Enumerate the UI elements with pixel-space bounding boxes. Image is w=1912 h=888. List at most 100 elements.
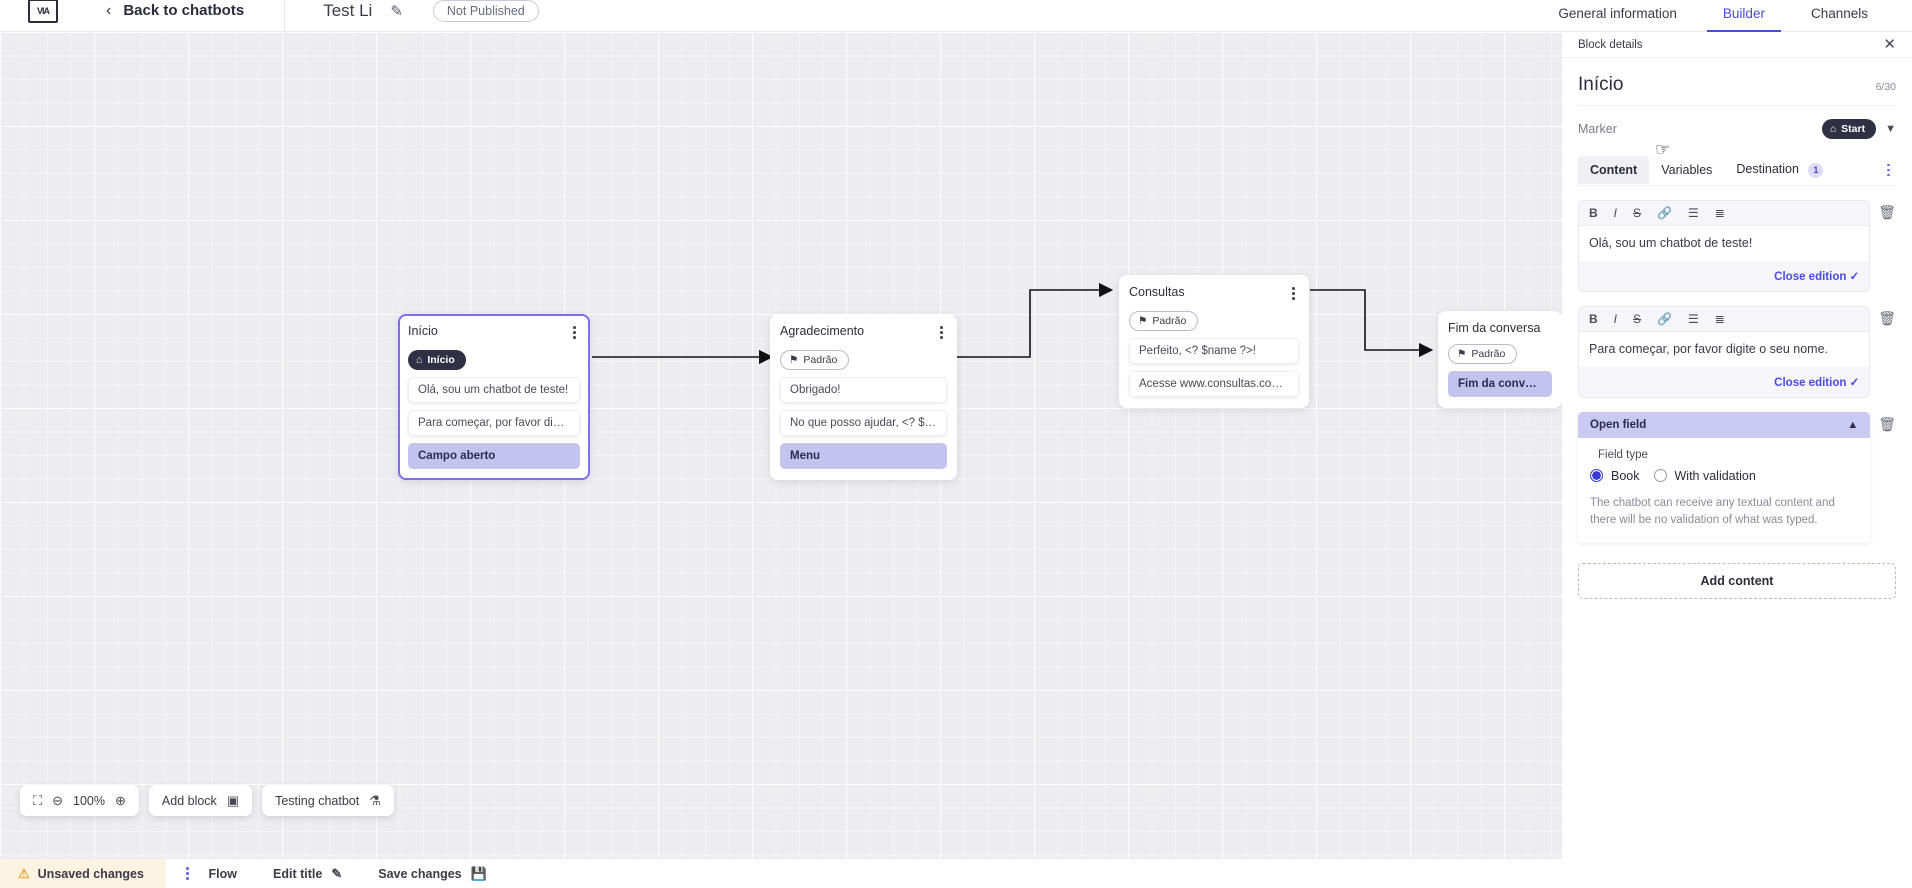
back-to-chatbots-link[interactable]: Back to chatbots: [123, 2, 245, 19]
status-kebab-menu-icon[interactable]: [185, 867, 189, 880]
node-title: Agradecimento: [780, 324, 865, 338]
bullet-list-icon[interactable]: ☰: [1687, 311, 1699, 326]
node-header: Agradecimento: [780, 324, 947, 341]
edit-title-button[interactable]: Edit title ✎: [273, 866, 342, 882]
open-field-card: Open field ▲ Field type Book W: [1578, 411, 1871, 544]
node-row[interactable]: Perfeito, <? $name ?>!: [1129, 337, 1299, 364]
editor-text[interactable]: Para começar, por favor digite o seu nom…: [1579, 331, 1870, 367]
zoom-in-icon[interactable]: ⊕: [115, 792, 126, 808]
testing-chatbot-button[interactable]: Testing chatbot ⚗: [262, 785, 394, 816]
panel-tabs: Content Variables Destination 1: [1578, 155, 1896, 186]
flow-button[interactable]: Flow: [208, 866, 238, 881]
node-badge-label: Padrão: [1152, 314, 1187, 327]
node-kebab-menu-icon[interactable]: [1288, 285, 1299, 302]
zoom-level-label: 100%: [73, 793, 105, 808]
radio-option-book[interactable]: Book: [1590, 469, 1640, 483]
add-content-button[interactable]: Add content: [1578, 563, 1896, 600]
panel-body: Início 6/30 Marker ⌂ Start ▼ Content Var…: [1562, 58, 1912, 888]
flow-node-inicio[interactable]: Início ⌂ Início Olá, sou um chatbot de t…: [398, 314, 590, 480]
bullet-list-icon[interactable]: ☰: [1687, 206, 1699, 220]
tab-builder[interactable]: Builder: [1706, 6, 1781, 32]
bold-icon[interactable]: B: [1589, 206, 1598, 220]
marker-value-badge[interactable]: ⌂ Start: [1821, 119, 1877, 139]
tab-variables[interactable]: Variables: [1661, 163, 1713, 177]
node-row-highlighted[interactable]: Campo aberto: [408, 442, 580, 469]
open-field-header[interactable]: Open field ▲: [1578, 411, 1871, 438]
node-row-highlighted[interactable]: Menu: [780, 442, 947, 469]
editor-toolbar: B I S 🔗 ☰ ≣: [1579, 306, 1870, 332]
radio-indicator: [1590, 469, 1603, 483]
node-badge-label: Início: [427, 353, 455, 366]
add-block-icon: ▣: [226, 792, 240, 808]
flow-node-agradecimento[interactable]: Agradecimento ⚑ Padrão Obrigado! No que …: [770, 314, 957, 480]
node-header: Início: [408, 324, 580, 341]
editor-text[interactable]: Olá, sou um chatbot de teste!: [1579, 226, 1870, 261]
strikethrough-icon[interactable]: S: [1633, 311, 1642, 326]
zoom-out-icon[interactable]: ⊖: [52, 792, 64, 808]
node-kebab-menu-icon[interactable]: [936, 324, 947, 341]
edit-title-label: Edit title: [273, 866, 323, 881]
italic-icon[interactable]: I: [1613, 206, 1618, 220]
node-kebab-menu-icon[interactable]: [569, 324, 580, 341]
node-row[interactable]: Acesse www.consultas.com par...: [1129, 370, 1299, 397]
node-row[interactable]: Obrigado!: [780, 376, 947, 403]
node-badge-default: ⚑ Padrão: [1129, 310, 1199, 331]
tab-channels[interactable]: Channels: [1810, 6, 1868, 21]
node-badge-default: ⚑ Padrão: [780, 349, 850, 370]
save-changes-button[interactable]: Save changes 💾: [378, 866, 487, 882]
trash-icon[interactable]: 🗑: [1878, 415, 1896, 432]
tab-general-information[interactable]: General information: [1558, 6, 1677, 21]
open-field-block: Open field ▲ Field type Book W: [1578, 411, 1896, 544]
italic-icon[interactable]: I: [1613, 311, 1618, 326]
flow-node-fim-da-conversa[interactable]: Fim da conversa ⚑ Padrão Fim da conversa: [1438, 311, 1562, 408]
trash-icon[interactable]: 🗑: [1878, 204, 1896, 220]
rich-text-editor[interactable]: B I S 🔗 ☰ ≣ Olá, sou um chatbot de teste…: [1578, 200, 1871, 292]
numbered-list-icon[interactable]: ≣: [1714, 311, 1725, 326]
check-icon: ✓: [1849, 270, 1860, 283]
bold-icon[interactable]: B: [1589, 311, 1598, 326]
panel-header: Block details ✕: [1562, 32, 1912, 58]
tab-destination[interactable]: Destination 1: [1724, 155, 1835, 185]
rich-text-editor[interactable]: B I S 🔗 ☰ ≣ Para começar, por favor digi…: [1578, 305, 1871, 398]
back-chevron-icon[interactable]: ‹: [106, 1, 112, 19]
chevron-down-icon[interactable]: ▼: [1885, 123, 1896, 135]
link-icon[interactable]: 🔗: [1657, 206, 1672, 220]
content-editor-block: B I S 🔗 ☰ ≣ Para começar, por favor digi…: [1578, 305, 1896, 398]
close-edition-button[interactable]: Close edition ✓: [1774, 270, 1860, 283]
add-block-button[interactable]: Add block ▣: [148, 785, 253, 816]
flow-node-consultas[interactable]: Consultas ⚑ Padrão Perfeito, <? $name ?>…: [1119, 275, 1309, 408]
testing-chatbot-label: Testing chatbot: [275, 793, 360, 808]
marker-select[interactable]: ⌂ Start ▼: [1821, 119, 1896, 139]
node-row[interactable]: Para começar, por favor digite o ...: [408, 409, 580, 436]
close-icon[interactable]: ✕: [1883, 36, 1896, 53]
editor-toolbar: B I S 🔗 ☰ ≣: [1579, 201, 1870, 226]
node-row-highlighted[interactable]: Fim da conversa: [1448, 371, 1552, 397]
marker-value-label: Start: [1841, 123, 1866, 135]
node-row[interactable]: Olá, sou um chatbot de teste!: [408, 376, 580, 403]
close-edition-button[interactable]: Close edition ✓: [1774, 376, 1860, 389]
radio-option-with-validation[interactable]: With validation: [1653, 469, 1756, 483]
trash-icon[interactable]: 🗑: [1878, 309, 1896, 326]
link-icon[interactable]: 🔗: [1657, 311, 1672, 326]
canvas-toolbar: ⛶ ⊖ 100% ⊕ Add block ▣ Testing chatbot ⚗: [20, 785, 394, 816]
app-logo-icon[interactable]: VIA: [28, 0, 58, 23]
zoom-controls[interactable]: ⛶ ⊖ 100% ⊕: [20, 785, 139, 816]
tab-content[interactable]: Content: [1578, 156, 1650, 184]
home-icon: ⌂: [416, 353, 423, 366]
editor-footer: Close edition ✓: [1579, 260, 1870, 291]
field-type-label: Field type: [1598, 448, 1648, 461]
strikethrough-icon[interactable]: S: [1633, 206, 1642, 220]
numbered-list-icon[interactable]: ≣: [1714, 206, 1725, 220]
status-bar: ⚠ Unsaved changes Flow Edit title ✎ Save…: [0, 858, 1562, 888]
top-bar: VIA ‹ Back to chatbots Test Li ✎ Not Pub…: [0, 0, 1912, 32]
radio-indicator: [1653, 469, 1667, 483]
flow-canvas[interactable]: Início ⌂ Início Olá, sou um chatbot de t…: [0, 32, 1562, 858]
chevron-up-icon[interactable]: ▲: [1847, 418, 1859, 431]
panel-title-row: Início 6/30: [1578, 74, 1896, 106]
tab-destination-label: Destination: [1736, 162, 1799, 176]
char-counter: 6/30: [1875, 81, 1896, 93]
edit-title-pencil-icon[interactable]: ✎: [390, 2, 403, 20]
panel-kebab-menu-icon[interactable]: [1881, 160, 1896, 181]
fit-screen-icon[interactable]: ⛶: [33, 792, 43, 808]
node-row[interactable]: No que posso ajudar, <? $name ...: [780, 409, 947, 436]
